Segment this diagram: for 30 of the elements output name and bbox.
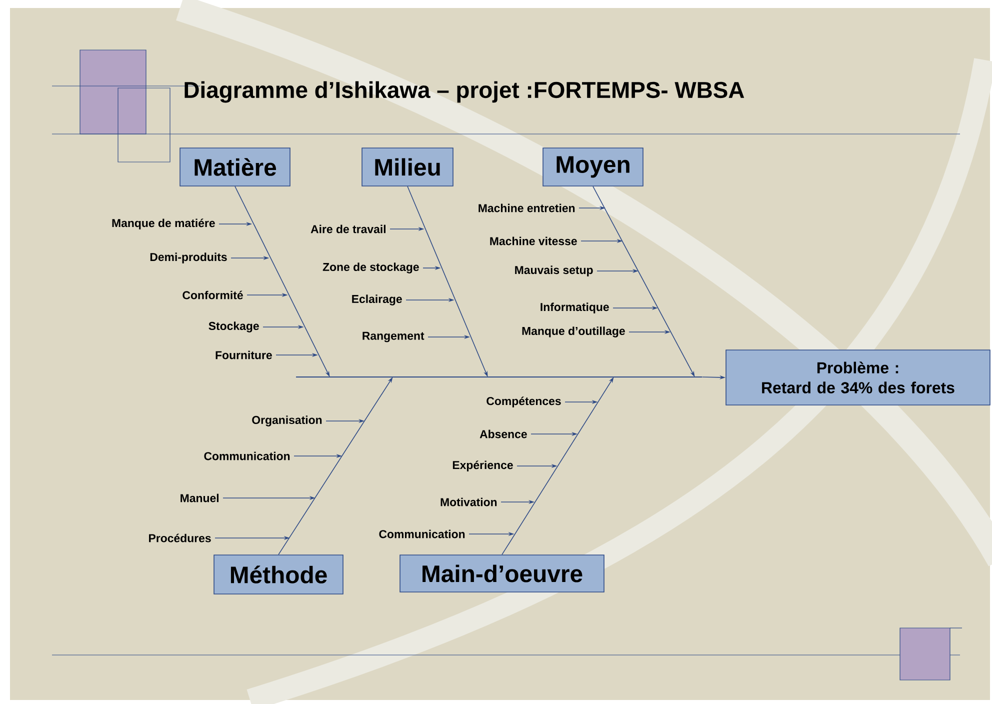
- cause-label: Machine vitesse: [490, 236, 577, 246]
- cause-label: Expérience: [452, 460, 513, 472]
- category-box: Milieu: [362, 148, 454, 186]
- category-box: Main-d’oeuvre: [400, 554, 604, 592]
- cause-label: Communication: [379, 530, 465, 538]
- cause-label: Machine entretien: [478, 204, 575, 212]
- cause-label: Manque de matiére: [112, 218, 215, 230]
- cause-label: Aire de travail: [310, 224, 386, 234]
- cause-label: Eclairage: [352, 294, 402, 306]
- cause-label: Informatique: [540, 302, 609, 314]
- cause-label: Communication: [204, 452, 290, 460]
- cause-label: Motivation: [440, 498, 497, 506]
- title: Diagramme d’Ishikawa – projet :FORTEMPS- WBSA: [184, 81, 744, 103]
- cause-label: Zone de stockage: [322, 262, 419, 274]
- category-box: Matière: [180, 148, 290, 186]
- cause-label: Rangement: [362, 332, 424, 342]
- cause-label: Organisation: [252, 416, 322, 426]
- cause-label: Manque d’outillage: [522, 326, 625, 338]
- cause-label: Mauvais setup: [515, 266, 593, 276]
- cause-label: Demi-produits: [150, 252, 227, 264]
- category-box: Méthode: [214, 554, 344, 594]
- cause-label: Manuel: [180, 494, 218, 502]
- cause-label: Procédures: [149, 534, 211, 542]
- problem-box: Problème : Retard de 34% des forets: [726, 350, 990, 406]
- cause-label: Stockage: [208, 322, 259, 332]
- cause-label: Compétences: [486, 396, 561, 408]
- cause-label: Absence: [480, 430, 527, 438]
- cause-label: Conformité: [182, 290, 243, 300]
- category-box: Moyen: [542, 148, 644, 186]
- cause-label: Fourniture: [216, 350, 272, 360]
